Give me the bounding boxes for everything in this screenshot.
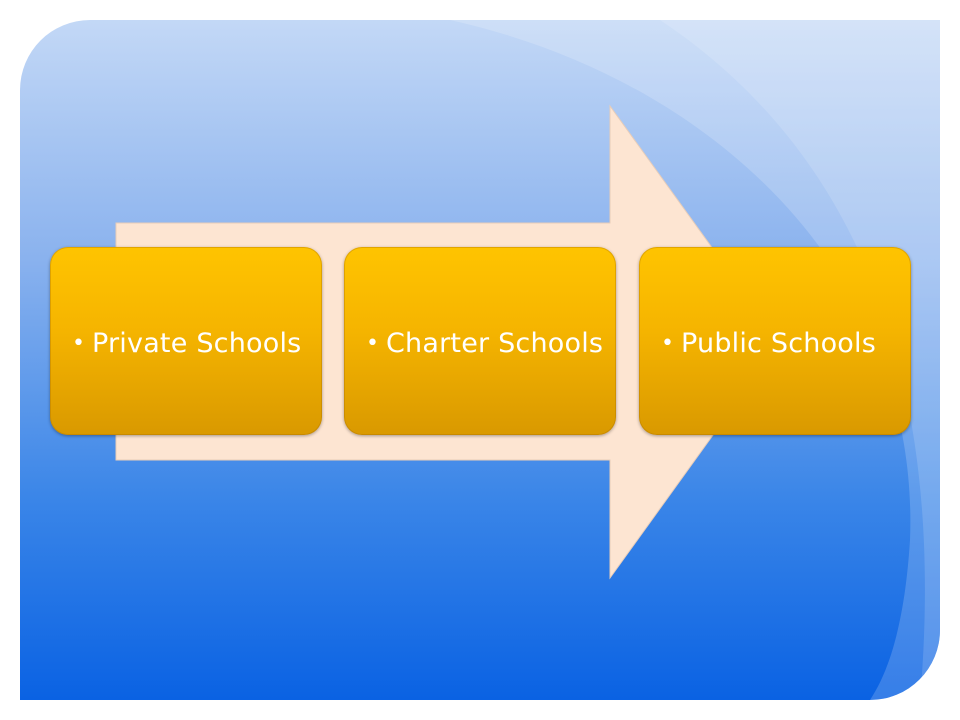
step-card-public-schools: Public Schools <box>639 247 911 435</box>
step-card-charter-schools: Charter Schools <box>344 247 616 435</box>
step-card-private-schools: Private Schools <box>50 247 322 435</box>
background-swoosh <box>450 20 940 700</box>
step-label: Public Schools <box>661 327 901 361</box>
step-label: Charter Schools <box>366 327 606 361</box>
step-label: Private Schools <box>72 327 312 361</box>
